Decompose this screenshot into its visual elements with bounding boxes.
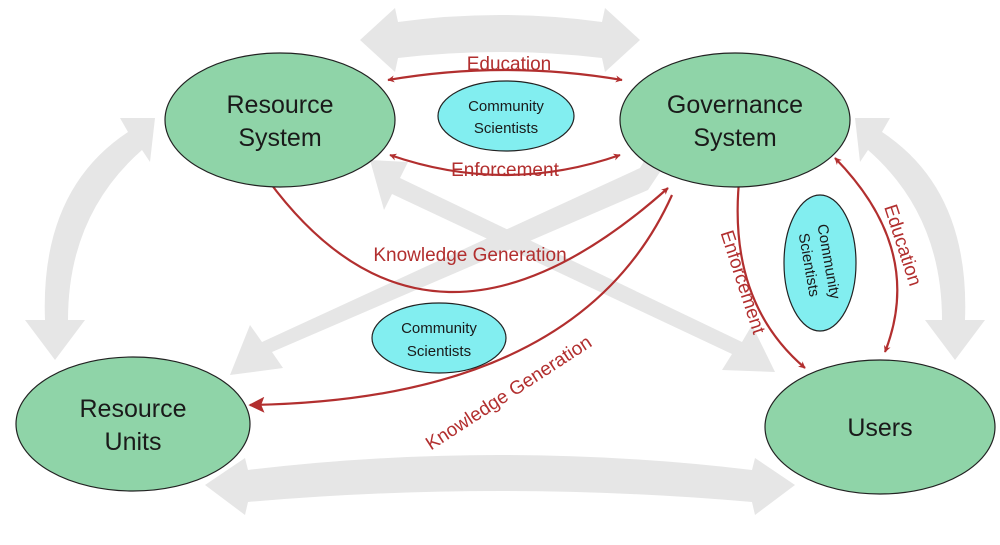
knowledge-generation-curve-label: Knowledge Generation [373, 245, 566, 266]
community-scientists-center: Community Scientists [371, 302, 507, 374]
community-scientists-center-ellipse [371, 302, 507, 374]
community-scientists-center-line2: Scientists [407, 343, 471, 360]
node-resource-units: Resource Units [15, 356, 251, 492]
users-label: Users [847, 414, 912, 442]
knowledge-generation-curve-arrow [267, 179, 669, 294]
resource-system-label-line1: Resource [227, 91, 334, 119]
resource-units-label-line2: Units [105, 428, 162, 456]
gray-arrow-diagonal-right [370, 160, 775, 372]
community-scientists-top: Community Scientists [437, 80, 575, 152]
node-users: Users [764, 359, 996, 495]
gray-arrow-diagonal-left [230, 148, 662, 375]
knowledge-generation-diagonal-arrow [248, 194, 674, 413]
community-scientists-right-ellipse [783, 194, 857, 332]
community-scientists-right: Community Scientists [783, 194, 857, 332]
governance-system-label-line1: Governance [667, 91, 803, 119]
gray-arrow-right [855, 118, 985, 360]
governance-system-label-line2: System [693, 124, 776, 152]
community-scientists-center-line1: Community [401, 320, 477, 337]
community-scientists-top-line2: Scientists [474, 120, 538, 137]
enforcement-right-label: Enforcement [716, 228, 769, 338]
relation-arrows [248, 68, 899, 413]
enforcement-top-arrow [389, 153, 621, 177]
education-right-arrow [834, 157, 899, 353]
resource-units-ellipse [15, 356, 251, 492]
gray-arrow-top [360, 8, 640, 72]
resource-units-label-line1: Resource [80, 395, 187, 423]
resource-system-label-line2: System [238, 124, 321, 152]
background-arrows [25, 8, 985, 515]
education-top-label: Education [467, 54, 552, 75]
node-resource-system: Resource System [164, 52, 396, 188]
gray-arrow-left [25, 118, 155, 360]
community-scientists-top-line1: Community [468, 98, 544, 115]
node-governance-system: Governance System [619, 52, 851, 188]
community-scientists-top-ellipse [437, 80, 575, 152]
education-top-arrow [387, 68, 623, 83]
governance-system-ellipse [619, 52, 851, 188]
enforcement-top-label: Enforcement [451, 160, 559, 181]
resource-system-ellipse [164, 52, 396, 188]
enforcement-right-arrow [735, 171, 806, 369]
users-ellipse [764, 359, 996, 495]
gray-arrow-bottom [205, 455, 795, 515]
education-right-label: Education [879, 202, 925, 289]
